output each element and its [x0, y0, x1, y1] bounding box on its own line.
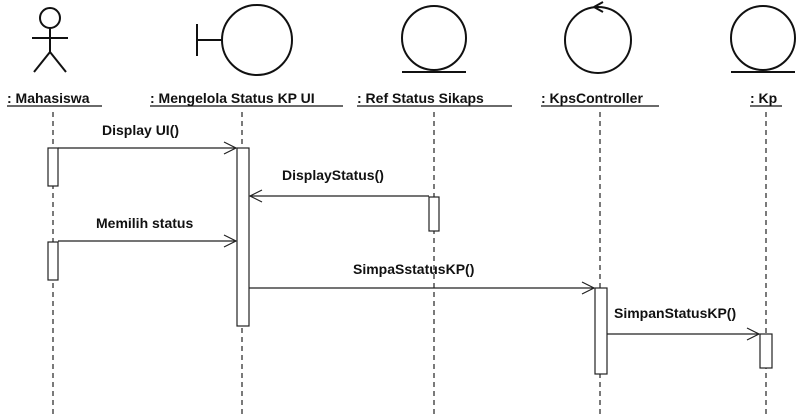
message-simpanstatuskp-label: SimpanStatusKP(): [614, 305, 736, 321]
activation-ref: [428, 196, 440, 232]
message-simpasstatuskp: SimpaSstatusKP(): [249, 261, 596, 295]
participant-ref-label: : Ref Status Sikaps: [357, 90, 484, 106]
entity-ref-icon: [401, 5, 467, 73]
message-simpasstatuskp-label: SimpaSstatusKP(): [353, 261, 474, 277]
participant-mahasiswa-label: : Mahasiswa: [7, 90, 90, 106]
message-memilih-status: Memilih status: [58, 215, 238, 248]
boundary-ui-icon: [196, 4, 293, 76]
participant-ctrl-label: : KpsController: [541, 90, 643, 106]
activation-kp: [759, 333, 773, 369]
message-memilih-status-label: Memilih status: [96, 215, 193, 231]
message-displaystatus-label: DisplayStatus(): [282, 167, 384, 183]
actor-mahasiswa-icon: [32, 7, 68, 73]
message-display-ui-label: Display UI(): [102, 122, 179, 138]
activation-ui: [236, 147, 250, 327]
participant-ui-label: : Mengelola Status KP UI: [150, 90, 315, 106]
message-display-ui: Display UI(): [58, 122, 238, 155]
control-kpscontroller-icon: [564, 1, 632, 74]
activation-mahasiswa-2: [47, 241, 59, 281]
activation-mahasiswa-1: [47, 147, 59, 187]
message-simpanstatuskp: SimpanStatusKP(): [607, 305, 761, 341]
participant-kp-label: : Kp: [750, 90, 777, 106]
entity-kp-icon: [730, 5, 796, 73]
message-displaystatus: DisplayStatus(): [248, 167, 429, 203]
activation-ctrl: [594, 287, 608, 375]
